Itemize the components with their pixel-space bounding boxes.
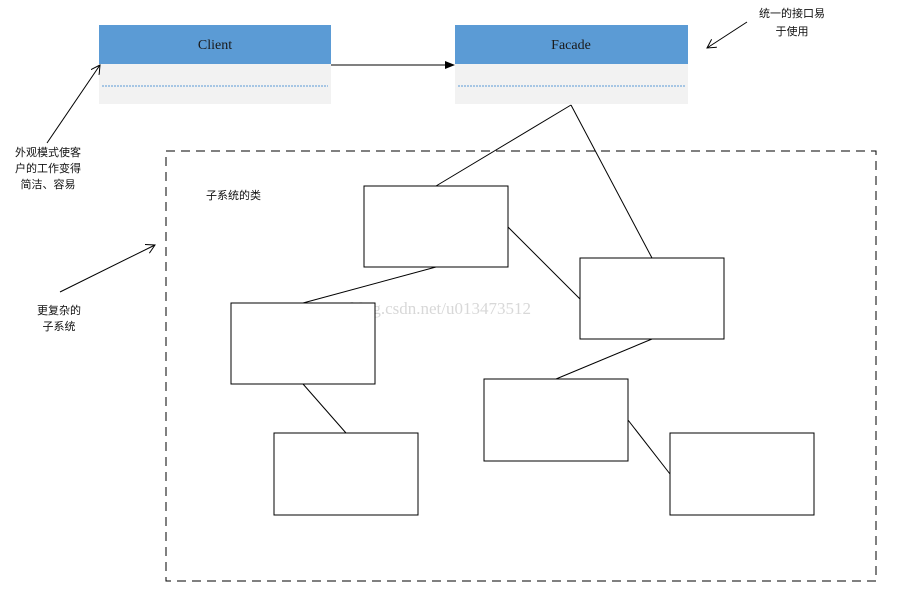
subsystem-class-d xyxy=(273,432,419,516)
subsystem-note-line-2: 子系统 xyxy=(43,320,76,333)
facade-note-line-2: 于使用 xyxy=(776,25,809,38)
class-a-to-class-c-line xyxy=(507,226,581,300)
subsystem-note-arrow xyxy=(59,245,155,293)
facade-to-class-a-line xyxy=(435,104,572,187)
facade-body xyxy=(455,64,688,104)
subsystem-class-a xyxy=(363,185,509,268)
client-title: Client xyxy=(198,38,232,53)
client-note-line-1: 外观模式使客 xyxy=(15,145,81,159)
subsystem-class-c xyxy=(579,257,725,340)
subsystem-class-b xyxy=(230,302,376,385)
client-body xyxy=(99,64,331,104)
subsystem-connections xyxy=(302,104,671,475)
subsystem-class-e xyxy=(483,378,629,462)
client-note-line-3: 简洁、容易 xyxy=(21,177,76,191)
client-header xyxy=(99,25,331,64)
facade-note-arrow xyxy=(707,21,748,48)
facade-class: Facade xyxy=(455,25,688,104)
subsystem-note-line-1: 更复杂的 xyxy=(37,303,81,317)
class-e-to-class-f-line xyxy=(627,419,671,475)
facade-title: Facade xyxy=(551,38,591,53)
client-class: Client xyxy=(99,25,331,104)
client-note-line-2: 户的工作变得 xyxy=(15,161,81,175)
class-b-to-class-d-line xyxy=(302,383,347,434)
subsystem-label: 子系统的类 xyxy=(206,188,261,202)
facade-header xyxy=(455,25,688,64)
class-a-to-class-b-line xyxy=(302,266,437,304)
subsystem-classes xyxy=(230,185,815,516)
facade-to-class-c-line xyxy=(570,104,653,259)
client-note-arrow xyxy=(46,65,100,144)
class-c-to-class-e-line xyxy=(555,338,653,380)
facade-note-line-1: 统一的接口易 xyxy=(759,6,825,20)
subsystem-class-f xyxy=(669,432,815,516)
